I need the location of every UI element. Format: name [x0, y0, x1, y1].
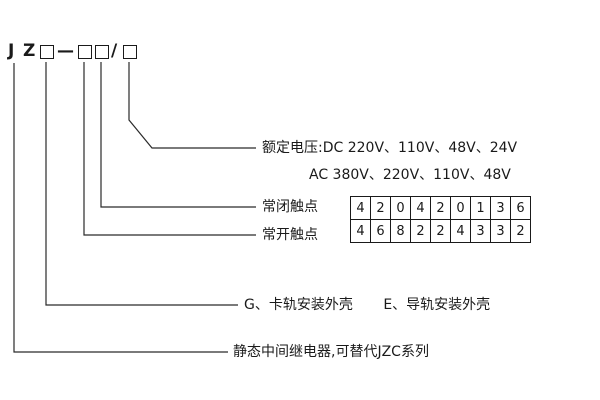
table-cell: 2: [410, 219, 431, 243]
line-rated-voltage: [128, 62, 256, 149]
table-cell: 3: [470, 219, 491, 243]
model-code-box-no-contacts: [78, 45, 92, 59]
model-code-letter-j: J: [8, 41, 15, 61]
table-cell: 4: [350, 219, 371, 243]
table-cell: 3: [490, 219, 511, 243]
label-rated-voltage-ac: AC 380V、220V、110V、48V: [309, 167, 511, 183]
contact-code-table: 4 2 0 4 2 0 1 3 6 4 6 8 2 2 4 3 3 2: [350, 196, 531, 243]
table-cell: 3: [490, 196, 511, 220]
table-row-nc: 4 2 0 4 2 0 1 3 6: [350, 196, 531, 220]
label-shell-e: E、导轨安装外壳: [383, 297, 491, 313]
label-series-description: 静态中间继电器,可替代JZC系列: [233, 344, 429, 360]
table-cell: 0: [390, 196, 411, 220]
line-no-contacts: [83, 62, 256, 236]
model-code-slash: /: [111, 41, 118, 61]
model-code-dash: —: [57, 41, 74, 61]
table-cell: 8: [390, 219, 411, 243]
table-cell: 0: [450, 196, 471, 220]
label-nc-contacts: 常闭触点: [262, 199, 318, 215]
table-cell: 6: [510, 196, 531, 220]
label-rated-voltage-dc: 额定电压:DC 220V、110V、48V、24V: [262, 140, 518, 156]
label-shell-g: G、卡轨安装外壳: [244, 297, 353, 313]
table-cell: 4: [350, 196, 371, 220]
table-cell: 2: [370, 196, 391, 220]
table-cell: 2: [430, 219, 451, 243]
model-code-box-voltage: [123, 45, 137, 59]
model-code-box-shell: [40, 45, 54, 59]
table-cell: 4: [450, 219, 471, 243]
table-cell: 4: [410, 196, 431, 220]
model-code-letter-z: Z: [23, 41, 36, 61]
label-shell-type: G、卡轨安装外壳 E、导轨安装外壳: [244, 297, 490, 313]
model-code-box-nc-contacts: [95, 45, 109, 59]
table-cell: 6: [370, 219, 391, 243]
line-shell-type: [45, 62, 238, 306]
table-row-no: 4 6 8 2 2 4 3 3 2: [350, 219, 531, 243]
label-no-contacts: 常开触点: [262, 227, 318, 243]
line-nc-contacts: [100, 62, 256, 208]
line-series: [13, 63, 228, 353]
table-cell: 1: [470, 196, 491, 220]
table-cell: 2: [510, 219, 531, 243]
table-cell: 2: [430, 196, 451, 220]
